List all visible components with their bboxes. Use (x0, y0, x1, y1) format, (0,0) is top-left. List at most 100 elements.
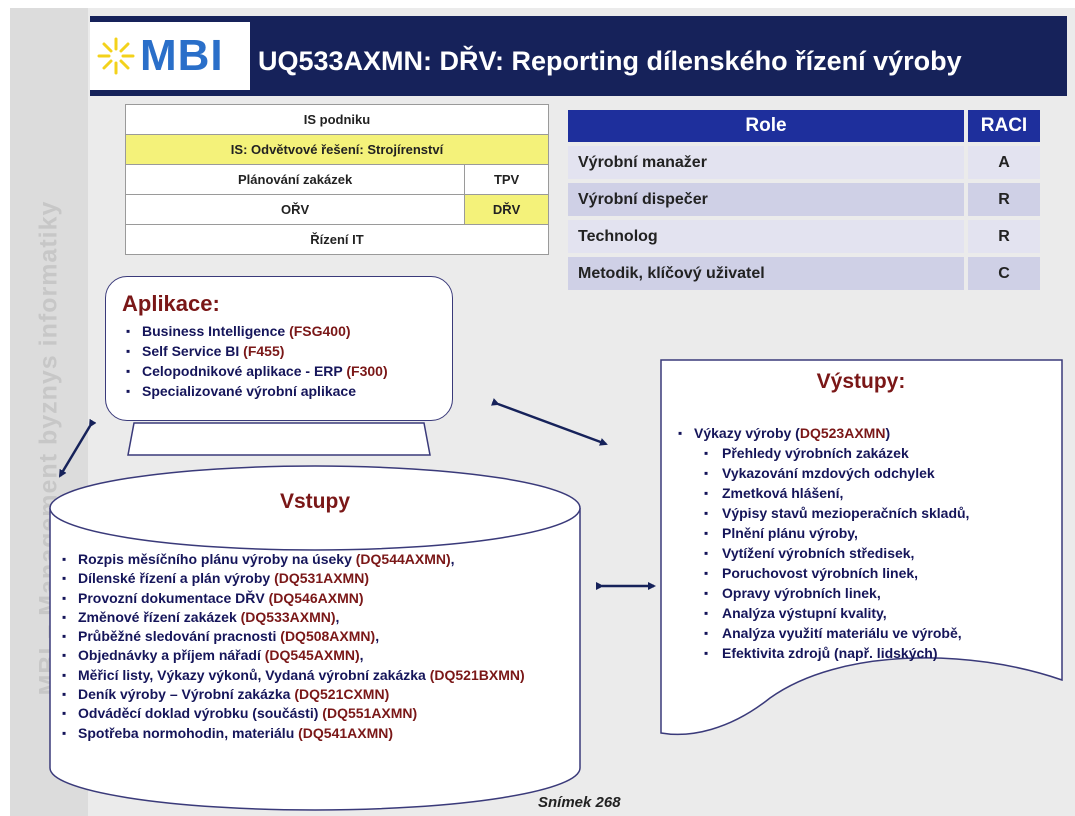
raci-row: Výrobní dispečer R (566, 181, 1042, 218)
item-text: Celopodnikové aplikace - ERP (142, 363, 347, 379)
page-title: UQ533AXMN: DŘV: Reporting dílenského říz… (258, 46, 962, 76)
sun-icon (97, 37, 135, 75)
list-item: Měřicí listy, Výkazy výkonů, Vydaná výro… (58, 666, 578, 686)
item-code: DQ523AXMN (799, 425, 886, 441)
list-item: Odváděcí doklad výrobku (součásti) (DQ55… (58, 704, 578, 724)
item-text: Změnové řízení zakázek (78, 608, 241, 625)
applications-title: Aplikace: (122, 291, 220, 316)
item-tail: ) (885, 425, 891, 441)
item-tail: , (335, 608, 340, 625)
item-code: (DQ508AXMN) (280, 628, 376, 645)
sub-item: Zmetková hlášení, (700, 483, 1064, 503)
sub-item: Poruchovost výrobních linek, (700, 563, 1064, 583)
sub-item: Efektivita zdrojů (např. lidských) (700, 643, 1064, 663)
item-code: (DQ521BXMN) (429, 666, 525, 683)
item-code: (DQ544AXMN) (355, 551, 451, 567)
item-text: Objednávky a příjem nářadí (78, 647, 265, 664)
outputs-title: Výstupy: (816, 370, 906, 393)
raci-role: Technolog (566, 218, 966, 255)
raci-header-role: Role (566, 108, 966, 144)
sub-item: Plnění plánu výroby, (700, 523, 1064, 543)
monitor-stand (127, 422, 431, 456)
list-item: Spotřeba normohodin, materiálu (DQ541AXM… (58, 724, 578, 744)
item-text: Dílenské řízení a plán výroby (78, 570, 275, 587)
list-item: Self Service BI (F455) (122, 341, 452, 361)
raci-row: Technolog R (566, 218, 1042, 255)
raci-role: Výrobní manažer (566, 144, 966, 181)
list-item: Provozní dokumentace DŘV (DQ546AXMN) (58, 589, 578, 609)
sub-item: Vytížení výrobních středisek, (700, 543, 1064, 563)
item-text: Self Service BI (142, 343, 244, 359)
raci-role: Výrobní dispečer (566, 181, 966, 218)
item-code: (DQ521CXMN) (294, 686, 390, 703)
item-text: Výkazy výroby ( (694, 425, 800, 441)
raci-code: R (966, 181, 1042, 218)
item-tail: , (450, 551, 455, 567)
item-code: (DQ545AXMN) (264, 647, 360, 664)
orv-cell: OŘV (124, 194, 466, 225)
planovani-zakazek-cell: Plánování zakázek (124, 164, 466, 195)
inputs-title: Vstupy (279, 490, 350, 513)
sub-item: Analýza využití materiálu ve výrobě, (700, 623, 1064, 643)
list-item: Business Intelligence (FSG400) (122, 321, 452, 341)
is-podniku-cell: IS podniku (125, 104, 549, 135)
raci-table: Role RACI Výrobní manažer A Výrobní disp… (566, 108, 1042, 292)
raci-row: Metodik, klíčový uživatel C (566, 255, 1042, 292)
item-code: (DQ533AXMN) (240, 608, 336, 625)
item-code: (DQ531AXMN) (274, 570, 369, 587)
list-item: Změnové řízení zakázek (DQ533AXMN), (58, 608, 578, 628)
applications-list: Business Intelligence (FSG400) Self Serv… (122, 321, 452, 401)
drv-cell: DŘV (464, 194, 549, 225)
item-tail: , (375, 628, 380, 645)
arrow-app-outputs (490, 398, 608, 446)
raci-code: C (966, 255, 1042, 292)
is-odvetvove-cell: IS: Odvětvové řešení: Strojírenství (125, 134, 549, 165)
sub-item: Výpisy stavů mezioperačních skladů, (700, 503, 1064, 523)
outputs-list: Výkazy výroby (DQ523AXMN) Přehledy výrob… (674, 423, 1064, 663)
item-text: Specializované výrobní aplikace (142, 383, 356, 399)
sub-item: Opravy výrobních linek, (700, 583, 1064, 603)
item-code: (DQ541AXMN) (298, 724, 394, 741)
item-code: (DQ551AXMN) (322, 705, 418, 722)
applications-box: Aplikace: Business Intelligence (FSG400)… (105, 276, 453, 421)
logo-text: MBI (140, 31, 224, 80)
header-bar (90, 16, 1067, 96)
outputs-content: Výkazy výroby (DQ523AXMN) Přehledy výrob… (674, 423, 1064, 663)
item-code: (FSG400) (289, 323, 351, 339)
inputs-list: Rozpis měsíčního plánu výroby na úseky (… (58, 550, 578, 743)
raci-row: Výrobní manažer A (566, 144, 1042, 181)
item-text: Měřicí listy, Výkazy výkonů, Vydaná výro… (78, 666, 430, 683)
is-grid: IS podniku IS: Odvětvové řešení: Strojír… (124, 104, 549, 255)
item-tail: , (359, 647, 364, 664)
tpv-cell: TPV (464, 164, 549, 195)
inputs-content: Rozpis měsíčního plánu výroby na úseky (… (58, 550, 578, 743)
list-item: Rozpis měsíčního plánu výroby na úseky (… (58, 550, 578, 570)
raci-code: R (966, 218, 1042, 255)
item-text: Odváděcí doklad výrobku (součásti) (78, 705, 323, 722)
item-text: Business Intelligence (142, 323, 290, 339)
sub-item: Přehledy výrobních zakázek (700, 443, 1064, 463)
outputs-sublist: Přehledy výrobních zakázek Vykazování mz… (700, 443, 1064, 663)
list-item: Specializované výrobní aplikace (122, 381, 452, 401)
slide-number: Snímek 268 (538, 794, 621, 811)
list-item: Celopodnikové aplikace - ERP (F300) (122, 361, 452, 381)
rizeni-it-cell: Řízení IT (125, 224, 549, 255)
sub-item: Vykazování mzdových odchylek (700, 463, 1064, 483)
list-item: Průběžné sledování pracnosti (DQ508AXMN)… (58, 627, 578, 647)
arrow-app-inputs (58, 418, 97, 478)
raci-code: A (966, 144, 1042, 181)
raci-role: Metodik, klíčový uživatel (566, 255, 966, 292)
list-item: Objednávky a příjem nářadí (DQ545AXMN), (58, 646, 578, 666)
item-text: Deník výroby – Výrobní zakázka (78, 686, 295, 703)
item-code: (F455) (243, 343, 285, 359)
slide: MBI – Management byznys informatiky MBI … (10, 8, 1075, 816)
item-text: Rozpis měsíčního plánu výroby na úseky (78, 551, 356, 567)
list-item: Výkazy výroby (DQ523AXMN) Přehledy výrob… (674, 423, 1064, 663)
sub-item: Analýza výstupní kvality, (700, 603, 1064, 623)
list-item: Deník výroby – Výrobní zakázka (DQ521CXM… (58, 685, 578, 705)
list-item: Dílenské řízení a plán výroby (DQ531AXMN… (58, 569, 578, 589)
item-text: Provozní dokumentace DŘV (78, 589, 269, 606)
item-text: Průběžné sledování pracnosti (78, 628, 281, 645)
raci-header-raci: RACI (966, 108, 1042, 144)
mbi-logo: MBI (90, 22, 250, 90)
